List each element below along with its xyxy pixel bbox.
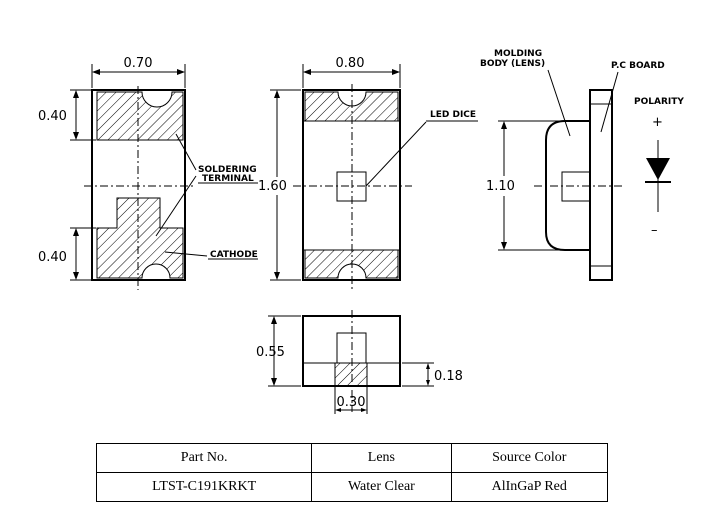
label-cathode: CATHODE xyxy=(210,250,258,260)
dim-height-055: 0.55 xyxy=(256,345,285,360)
side-view: 1.10 MOLDING BODY (LENS) P.C BOARD xyxy=(480,49,665,281)
dim-length-160: 1.60 xyxy=(258,179,287,194)
table-row: LTST-C191KRKT Water Clear AlInGaP Red xyxy=(95,472,608,502)
label-soldering: SOLDERING xyxy=(198,165,257,175)
dim-pad-bottom: 0.40 xyxy=(38,250,67,265)
polarity-symbol: POLARITY + – xyxy=(634,97,684,238)
front-die-pad xyxy=(334,362,368,387)
part-spec-table: Part No. Lens Source Color LTST-C191KRKT… xyxy=(95,443,608,502)
header-part-no: Part No. xyxy=(95,443,313,473)
label-led-dice: LED DICE xyxy=(430,110,476,120)
table-header-row: Part No. Lens Source Color xyxy=(95,443,608,473)
label-pc-board: P.C BOARD xyxy=(611,61,665,71)
dim-die-030: 0.30 xyxy=(337,395,366,410)
cell-source-color: AlInGaP Red xyxy=(450,472,608,502)
header-source-color: Source Color xyxy=(450,443,608,473)
cell-lens: Water Clear xyxy=(311,472,452,502)
label-body-lens: BODY (LENS) xyxy=(480,59,545,69)
diode-triangle xyxy=(646,158,670,180)
dim-width-070: 0.70 xyxy=(124,56,153,71)
bottom-view: 0.70 0.40 0.40 xyxy=(38,56,196,290)
dim-width-080: 0.80 xyxy=(336,56,365,71)
pc-board xyxy=(589,89,613,281)
dim-pcb-018: 0.18 xyxy=(434,369,463,384)
cell-part-no: LTST-C191KRKT xyxy=(95,472,313,502)
label-molding: MOLDING xyxy=(494,49,542,59)
dim-lens-110: 1.10 xyxy=(486,179,515,194)
polarity-minus: – xyxy=(651,223,658,238)
header-lens: Lens xyxy=(311,443,452,473)
top-view: 0.80 1.60 LED DICE xyxy=(258,56,478,290)
top-pad xyxy=(96,91,184,141)
front-view: 0.55 0.18 0.30 xyxy=(256,310,463,414)
label-terminal: TERMINAL xyxy=(202,174,254,184)
polarity-plus: + xyxy=(652,115,663,130)
led-package-drawing: 0.70 0.40 0.40 SOLDERING TERMINAL CATHOD… xyxy=(38,49,684,414)
bottom-pad xyxy=(96,197,184,279)
dim-pad-top: 0.40 xyxy=(38,109,67,124)
label-polarity: POLARITY xyxy=(634,97,684,107)
